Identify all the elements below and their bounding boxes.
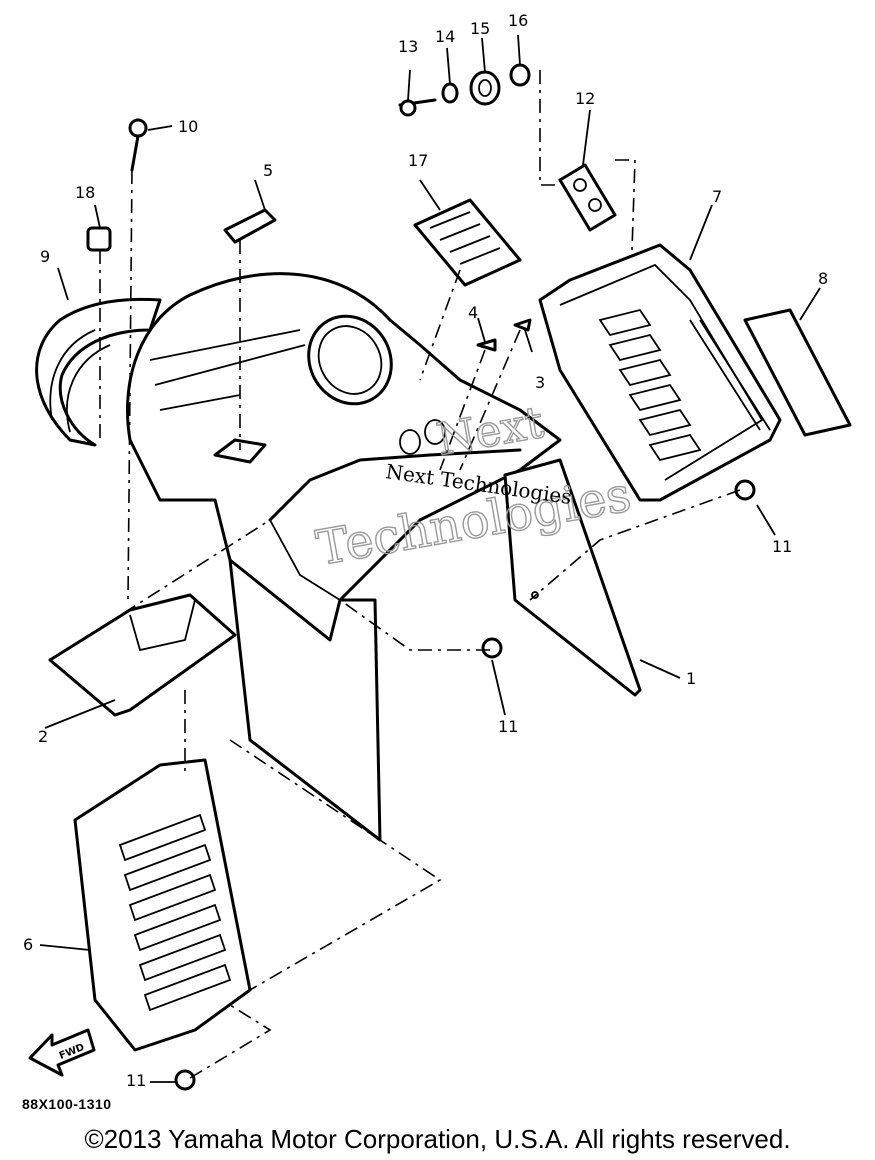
callout-15: 15	[470, 19, 490, 38]
callout-5: 5	[263, 161, 273, 180]
dashboard-body	[126, 272, 562, 842]
callout-14: 14	[435, 27, 455, 46]
part-10-screw	[128, 118, 148, 172]
callout-11-center: 11	[498, 717, 518, 736]
callout-12: 12	[575, 89, 595, 108]
part-11-screw-b	[481, 637, 503, 659]
callout-6: 6	[23, 935, 33, 954]
part-4-clip	[476, 338, 497, 352]
diagram-code: 88X100-1310	[22, 1096, 112, 1112]
callouts: 1 2 3 4 5 6 7 8 9 10 11 11 11 12 13 14 1…	[23, 11, 828, 1090]
part-11-screw-c	[174, 1069, 196, 1091]
callout-2: 2	[38, 727, 48, 746]
part-9-cover	[35, 297, 162, 447]
part-6-cover	[73, 758, 252, 1052]
callout-7: 7	[712, 187, 722, 206]
callout-8: 8	[818, 269, 828, 288]
part-15-bushing	[469, 70, 501, 106]
part-12-bracket	[558, 163, 617, 232]
part-16-collar	[509, 63, 531, 87]
callout-13: 13	[398, 37, 418, 56]
part-11-screw-a	[734, 479, 756, 501]
part-3-clip	[513, 318, 532, 332]
part-1-panel	[503, 458, 642, 697]
callout-10: 10	[178, 117, 198, 136]
callout-4: 4	[468, 303, 478, 322]
part-18-grommet	[86, 226, 112, 252]
exploded-view: 1 2 3 4 5 6 7 8 9 10 11 11 11 12 13 14 1…	[23, 11, 852, 1091]
callout-16: 16	[508, 11, 528, 30]
part-7-louvres	[598, 308, 771, 462]
assembly-lines	[49, 70, 741, 1079]
leader-lines	[39, 34, 821, 1083]
callout-11-bottom: 11	[126, 1071, 146, 1090]
callout-17: 17	[408, 151, 428, 170]
part-13-screw	[398, 98, 437, 117]
part-6-louvres	[118, 813, 232, 1012]
callout-3: 3	[535, 373, 545, 392]
part-8-strip	[743, 308, 852, 437]
watermark-line1: Next	[433, 397, 548, 466]
part-14-washer	[441, 82, 459, 104]
fwd-arrow-icon: FWD	[28, 1028, 96, 1077]
part-17-plate	[413, 198, 522, 287]
callout-18: 18	[75, 183, 95, 202]
part-2-tray	[48, 593, 237, 717]
part-7-cover	[538, 243, 782, 502]
callout-11-right: 11	[772, 537, 792, 556]
copyright-notice: ©2013 Yamaha Motor Corporation, U.S.A. A…	[84, 1124, 791, 1154]
callout-9: 9	[40, 247, 50, 266]
callout-1: 1	[686, 669, 696, 688]
part-5-clip	[223, 208, 277, 244]
